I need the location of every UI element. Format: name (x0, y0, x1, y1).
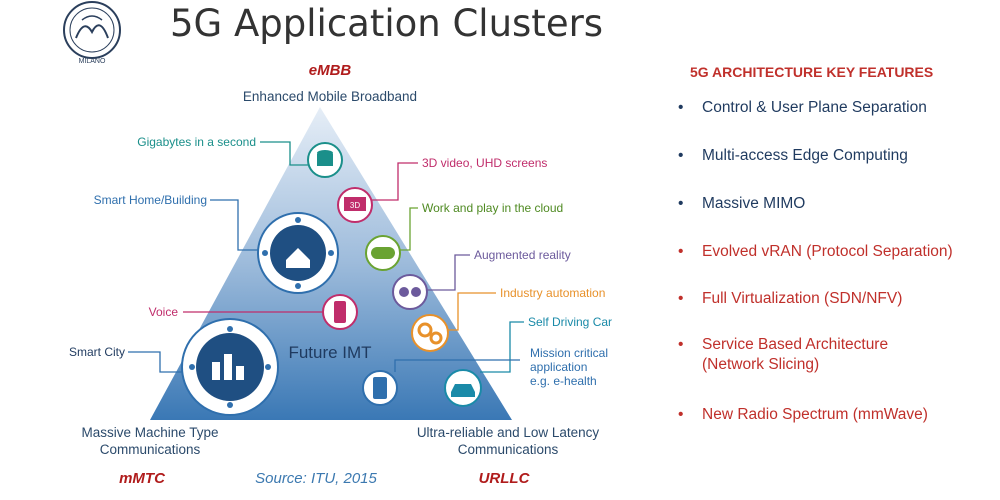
features-title: 5G ARCHITECTURE KEY FEATURES (690, 64, 934, 80)
feature-item: Full Virtualization (SDN/NFV) (676, 289, 996, 335)
vr-headset-icon (392, 274, 428, 310)
embb-description: Enhanced Mobile Broadband (243, 89, 417, 104)
ar-connector (425, 254, 470, 291)
smart-city-cluster-icon (181, 318, 279, 416)
page-title: 5G Application Clusters (170, 2, 604, 45)
gigabytes-connector (260, 141, 312, 166)
smart-home-label: Smart Home/Building (94, 193, 207, 207)
feature-item: Massive MIMO (676, 194, 996, 242)
smarthome-connector (210, 199, 262, 251)
urllc-description-1: Ultra-reliable and Low Latency (417, 425, 600, 440)
urllc-label: URLLC (479, 470, 531, 487)
car-connector (480, 321, 524, 373)
mission-label-3: e.g. e-health (530, 374, 597, 388)
video-connector (370, 162, 418, 201)
gamepad-icon (365, 235, 401, 271)
mission-label-2: application (530, 360, 587, 374)
ehealth-phone-icon (362, 370, 398, 406)
feature-item: New Radio Spectrum (mmWave) (676, 405, 996, 425)
work-label: Work and play in the cloud (422, 201, 563, 215)
mmtc-description-2: Communications (100, 442, 201, 457)
urllc-description-2: Communications (458, 442, 559, 457)
smart-city-label: Smart City (69, 345, 125, 359)
car-icon (444, 369, 482, 407)
feature-item: Multi-access Edge Computing (676, 146, 996, 194)
industry-label: Industry automation (500, 286, 605, 300)
mmtc-description-1: Massive Machine Type (81, 425, 218, 440)
feature-item: Service Based Architecture (Network Slic… (676, 335, 942, 405)
work-connector (398, 207, 418, 251)
future-imt-label: Future IMT (288, 343, 371, 362)
mission-label-1: Mission critical (530, 346, 608, 360)
database-icon (307, 142, 343, 178)
university-seal-logo: MILANO (63, 1, 121, 65)
voice-label: Voice (149, 305, 179, 319)
mmtc-label: mMTC (119, 470, 166, 487)
embb-label: eMBB (309, 62, 352, 79)
gears-icon (411, 314, 449, 352)
smart-home-cluster-icon (257, 212, 339, 294)
video-label: 3D video, UHD screens (422, 156, 547, 170)
smartcity-connector (128, 351, 190, 373)
feature-item: Evolved vRAN (Protocol Separation) (676, 242, 996, 289)
ar-label: Augmented reality (474, 248, 571, 262)
car-label: Self Driving Car (528, 315, 612, 329)
svg-text:3D: 3D (350, 201, 360, 210)
application-clusters-diagram: 3D eMBB Enhanced Mobile Broadband Future… (69, 62, 612, 487)
3d-screen-icon: 3D (337, 187, 373, 223)
seal-text: MILANO (79, 58, 106, 65)
feature-item: Control & User Plane Separation (676, 98, 996, 146)
industry-connector (440, 292, 496, 331)
mission-connector (394, 359, 520, 372)
features-list: Control & User Plane Separation Multi-ac… (676, 98, 996, 425)
phone-voice-icon (322, 294, 358, 330)
source-label: Source: ITU, 2015 (255, 470, 377, 487)
gigabytes-label: Gigabytes in a second (137, 135, 256, 149)
